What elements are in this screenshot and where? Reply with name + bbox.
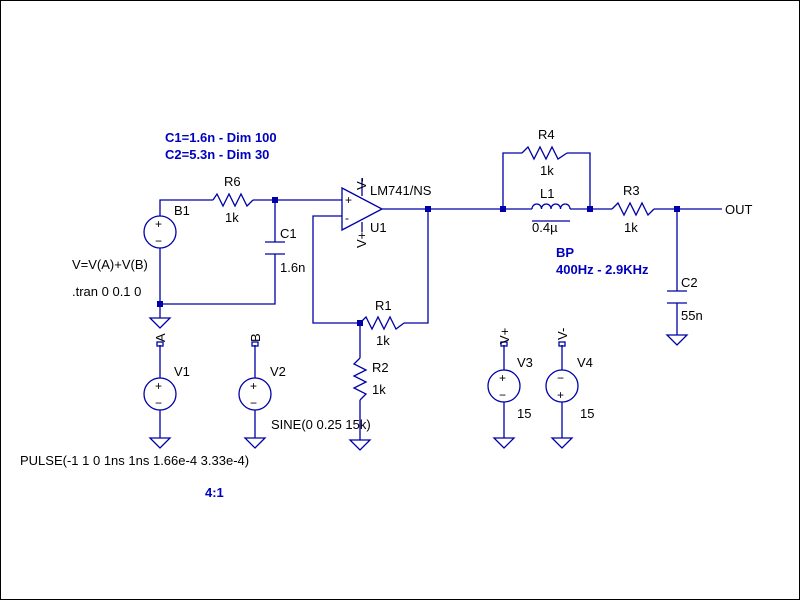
resistor-r4[interactable]	[521, 145, 568, 161]
net-label-vplus: V+	[497, 328, 512, 344]
inductor-l1[interactable]	[531, 203, 571, 222]
bandpass-title: BP	[556, 245, 574, 260]
svg-text:+: +	[250, 379, 257, 393]
svg-text:+: +	[499, 371, 506, 385]
svg-text:−: −	[557, 371, 564, 385]
v2-name: V2	[270, 364, 286, 379]
ground-symbols	[148, 317, 689, 451]
svg-text:−: −	[155, 234, 162, 248]
opamp-plus-pin-label: +	[345, 193, 352, 207]
svg-text:+: +	[155, 217, 162, 231]
voltage-source-v1[interactable]	[143, 377, 177, 411]
r2-name: R2	[372, 360, 389, 375]
c1-design-note: C1=1.6n - Dim 100	[165, 130, 277, 145]
opamp-minus-pin-label: -	[345, 211, 349, 225]
c2-value: 55n	[681, 308, 703, 323]
b1-name: B1	[174, 203, 190, 218]
polarity-signs: + − + − + − + − − +	[155, 217, 564, 410]
resistor-r6[interactable]	[212, 192, 254, 208]
bandpass-range: 400Hz - 2.9KHz	[556, 262, 649, 277]
svg-text:+: +	[557, 388, 564, 402]
v1-name: V1	[174, 364, 190, 379]
ratio-note: 4:1	[205, 485, 224, 500]
v3-value: 15	[517, 406, 531, 421]
r4-value: 1k	[540, 163, 554, 178]
r6-name: R6	[224, 174, 241, 189]
svg-text:−: −	[250, 396, 257, 410]
svg-text:+: +	[155, 379, 162, 393]
voltage-source-v2[interactable]	[238, 377, 272, 411]
resistor-r1[interactable]	[359, 315, 405, 331]
opamp-u1[interactable]	[341, 186, 384, 232]
c1-value: 1.6n	[280, 260, 305, 275]
v4-value: 15	[580, 406, 594, 421]
net-label-b: B	[248, 333, 263, 342]
r1-value: 1k	[376, 333, 390, 348]
r3-name: R3	[623, 183, 640, 198]
resistor-r3[interactable]	[611, 201, 655, 217]
c2-design-note: C2=5.3n - Dim 30	[165, 147, 269, 162]
voltage-source-v3[interactable]	[487, 369, 521, 403]
v3-name: V3	[517, 355, 533, 370]
c2-name: C2	[681, 275, 698, 290]
r6-value: 1k	[225, 210, 239, 225]
r4-name: R4	[538, 127, 555, 142]
capacitor-c2[interactable]	[667, 290, 687, 304]
c1-name: C1	[280, 226, 297, 241]
r1-name: R1	[375, 298, 392, 313]
b1-expression: V=V(A)+V(B)	[72, 257, 148, 272]
svg-text:−: −	[499, 388, 506, 402]
net-label-a: A	[153, 333, 168, 342]
l1-name: L1	[540, 186, 554, 201]
net-flags	[156, 341, 566, 347]
voltage-source-b1[interactable]	[143, 215, 177, 249]
r3-value: 1k	[624, 220, 638, 235]
v1-pulse-spec: PULSE(-1 1 0 1ns 1ns 1.66e-4 3.33e-4)	[20, 453, 249, 468]
voltage-source-v4[interactable]	[545, 369, 579, 403]
net-label-vminus: V-	[555, 328, 570, 340]
svg-text:−: −	[155, 396, 162, 410]
v2-sine-spec: SINE(0 0.25 15k)	[271, 417, 371, 432]
l1-value: 0.4µ	[532, 220, 558, 235]
r2-value: 1k	[372, 382, 386, 397]
net-label-out: OUT	[725, 202, 753, 217]
tran-directive: .tran 0 0.1 0	[72, 284, 141, 299]
resistor-r2[interactable]	[352, 357, 368, 401]
opamp-vplus-pin-label: V+	[354, 232, 369, 248]
u1-model: LM741/NS	[370, 183, 432, 198]
u1-name: U1	[370, 220, 387, 235]
v4-name: V4	[577, 355, 593, 370]
capacitor-c1[interactable]	[265, 241, 285, 255]
opamp-vminus-pin-label: V-	[354, 178, 369, 190]
